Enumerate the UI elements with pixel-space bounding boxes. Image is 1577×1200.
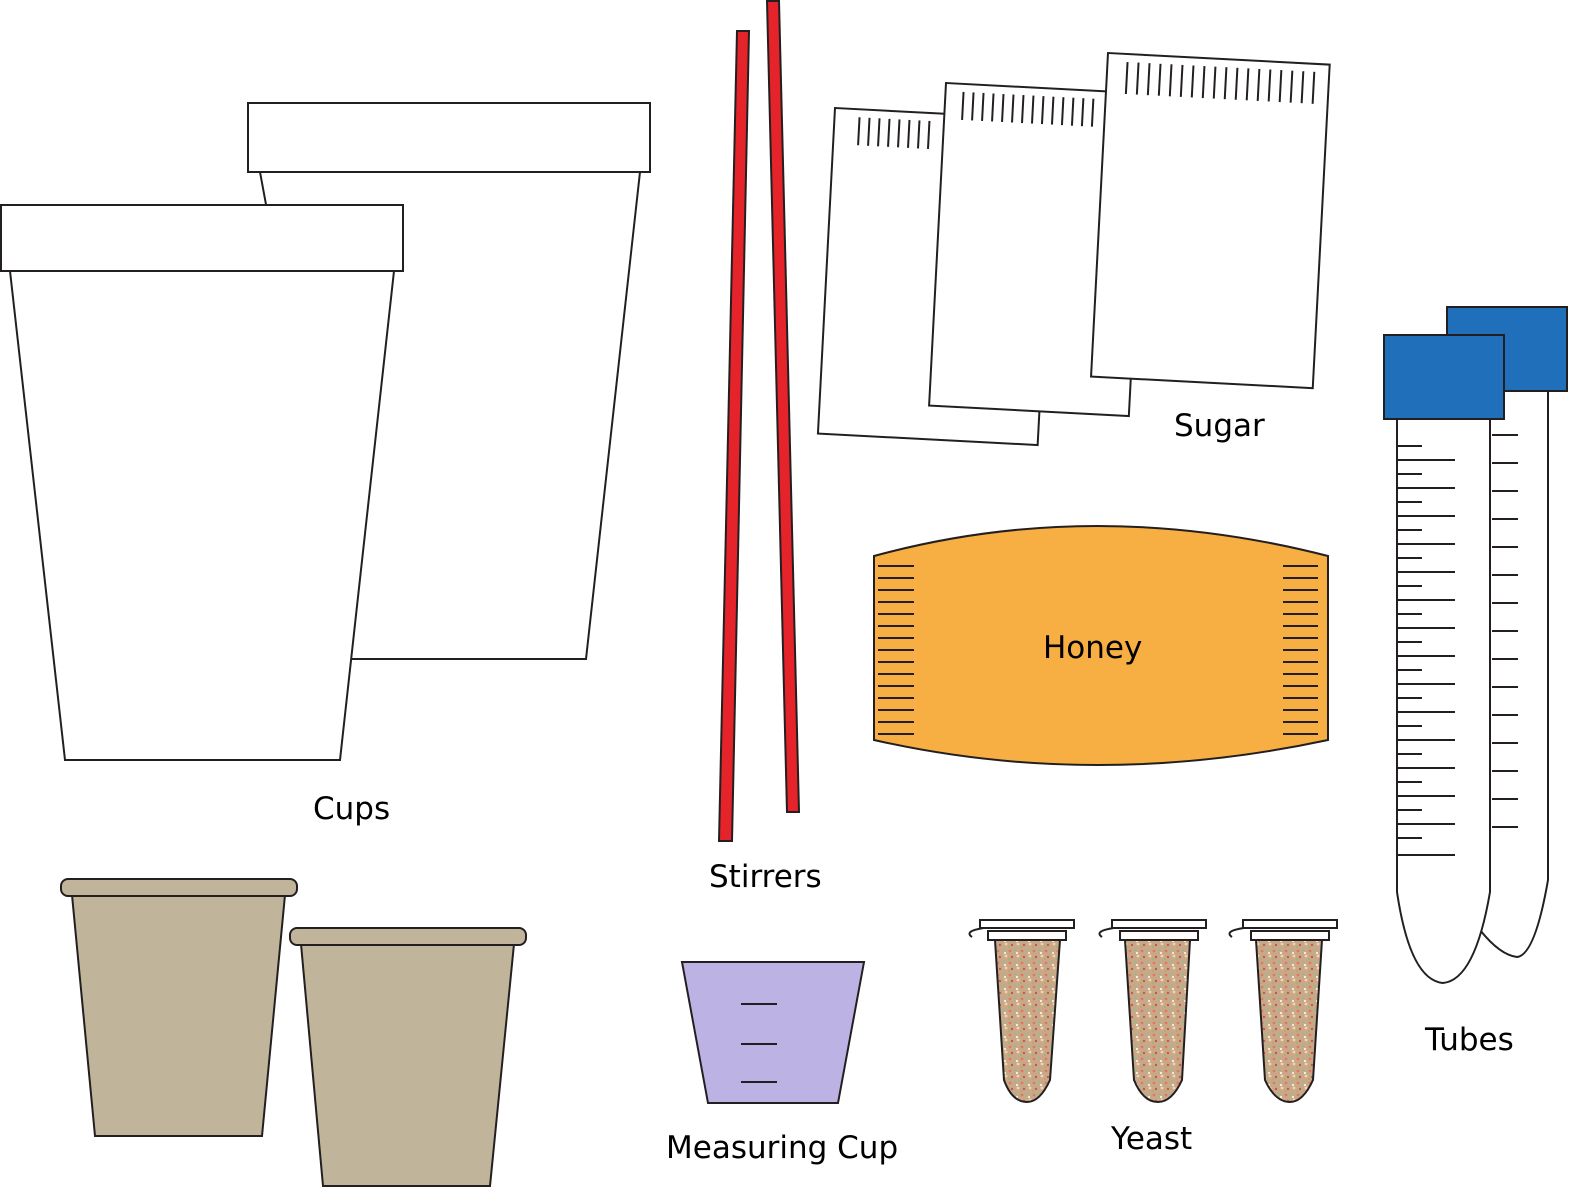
small-cup-right [289, 927, 527, 1187]
tube-icon [1478, 389, 1549, 959]
label-stirrers: Stirrers [709, 859, 822, 895]
label-sugar: Sugar [1174, 408, 1265, 444]
stirrer-icon [717, 30, 751, 842]
stirrer-icon [765, 0, 801, 813]
tube-front [1383, 334, 1505, 985]
small-cup-icon [70, 894, 287, 1137]
yeast-tube-icon [1254, 939, 1324, 1104]
label-honey: Honey [1043, 630, 1143, 666]
yeast-tube-icon [1123, 939, 1192, 1104]
yeast-tube-3 [1228, 919, 1338, 1104]
cup-icon [8, 270, 396, 761]
yeast-tube-icon [993, 939, 1062, 1104]
sugar-packets [816, 51, 1331, 447]
label-measuring-cup: Measuring Cup [666, 1130, 899, 1166]
sugar-packet-icon [1089, 51, 1331, 390]
yeast-tube-2 [1098, 919, 1207, 1104]
honey-packet-icon [873, 525, 1329, 766]
stirrers [717, 0, 801, 842]
tube-icon [1396, 417, 1491, 985]
label-yeast: Yeast [1111, 1121, 1193, 1157]
white-cup-front [0, 204, 404, 761]
yeast-tube-1 [968, 919, 1075, 1104]
label-tubes: Tubes [1425, 1022, 1514, 1058]
measuring-cup-icon [680, 961, 866, 1104]
tube-cap [1383, 334, 1505, 420]
label-cups: Cups [313, 791, 391, 827]
small-cup-left [60, 878, 298, 1137]
small-cup-icon [299, 943, 516, 1187]
